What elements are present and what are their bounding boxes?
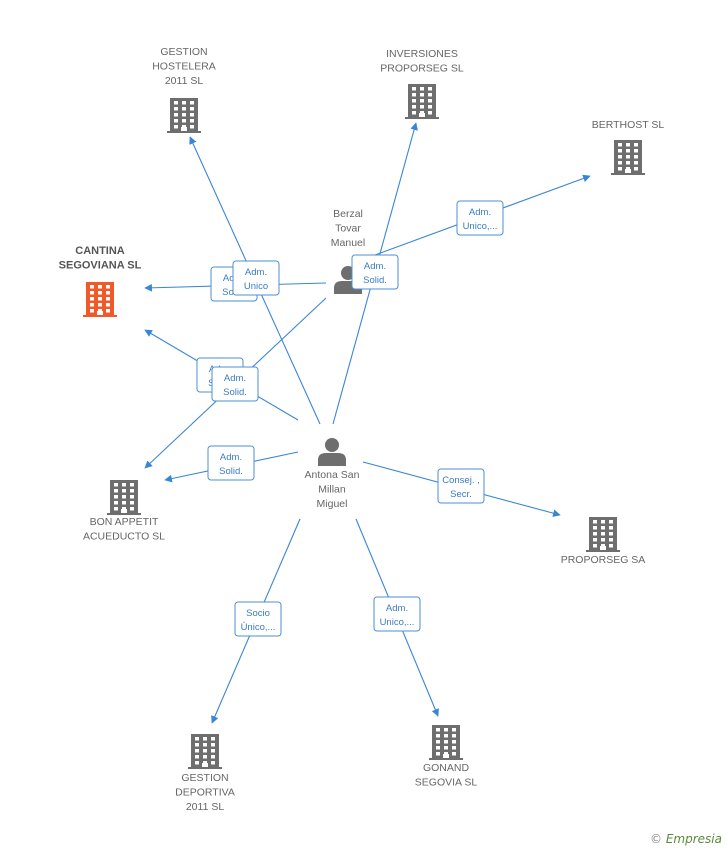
relation-tag-text: Único,... <box>241 622 276 633</box>
relation-tag-text: Unico <box>244 281 268 292</box>
person-icon <box>318 438 346 466</box>
copyright-symbol: © <box>650 832 663 846</box>
relation-tag-box <box>207 445 255 481</box>
relation-tag[interactable]: Adm. Solid. <box>211 366 259 402</box>
node-bon-appetit[interactable]: BON APPETIT ACUEDUCTO SL <box>83 480 165 543</box>
node-gestion-hostelera[interactable]: GESTION HOSTELERA 2011 SL <box>152 46 216 133</box>
node-proporseg-sa[interactable]: PROPORSEG SA <box>561 517 646 566</box>
relation-tag-box <box>437 468 485 504</box>
relation-tag-text: Adm. <box>245 267 267 278</box>
node-label: PROPORSEG SL <box>380 63 464 75</box>
nodes-layer: GESTION HOSTELERA 2011 SL INVERSIONES PROPOR… <box>59 46 665 813</box>
relation-tag[interactable]: Consej. , Secr. <box>437 468 485 504</box>
node-label: Tovar <box>335 223 361 235</box>
relation-tag-text: Secr. <box>450 489 472 500</box>
building-icon <box>188 734 222 769</box>
relation-tag-box <box>234 601 282 637</box>
node-gonand[interactable]: GONAND SEGOVIA SL <box>415 725 478 789</box>
node-inversiones-proporseg[interactable]: INVERSIONES PROPORSEG SL <box>380 48 464 119</box>
relation-tag-text: Socio <box>246 608 270 619</box>
relation-tag-text: Adm. <box>386 603 408 614</box>
building-icon <box>83 282 117 317</box>
node-label: CANTINA <box>75 245 125 257</box>
edges-layer <box>144 122 591 724</box>
node-label: Antona San <box>305 469 360 481</box>
node-label: 2011 SL <box>165 75 203 87</box>
node-label: ACUEDUCTO SL <box>83 531 165 543</box>
node-label: BERTHOST SL <box>592 119 665 131</box>
node-label: GONAND <box>423 762 470 774</box>
node-label: SEGOVIANA SL <box>59 260 142 272</box>
node-berthost[interactable]: BERTHOST SL <box>592 119 665 175</box>
relation-tag-box <box>456 200 504 236</box>
building-icon <box>107 480 141 515</box>
relation-tag-text: Solid. <box>363 275 387 286</box>
node-gestion-deportiva[interactable]: GESTION DEPORTIVA 2011 SL <box>175 734 235 813</box>
brand-logo[interactable]: Empresia <box>665 832 722 846</box>
relation-tag-text: Consej. , <box>442 475 480 486</box>
relation-tag-text: Adm. <box>220 452 242 463</box>
building-icon <box>586 517 620 552</box>
relation-tag-box <box>373 596 421 632</box>
relation-tag-box <box>351 254 399 290</box>
relation-tag-box <box>232 260 280 296</box>
relation-tag-text: Adm. <box>364 261 386 272</box>
relation-tag[interactable]: Adm. Unico,... <box>373 596 421 632</box>
relation-tag-text: Adm. <box>224 373 246 384</box>
relation-tag-box <box>211 366 259 402</box>
relation-tag[interactable]: Adm. Unico,... <box>456 200 504 236</box>
relation-tag-text: Solid. <box>223 387 247 398</box>
relation-tag[interactable]: Adm. Solid. <box>351 254 399 290</box>
relation-tag-text: Solid. <box>219 466 243 477</box>
node-label: BON APPETIT <box>90 516 159 528</box>
building-icon <box>167 98 201 133</box>
node-label: Millan <box>318 484 346 496</box>
relation-tag-text: Unico,... <box>380 617 415 628</box>
node-label: HOSTELERA <box>152 61 216 73</box>
copyright-footer: © Empresia <box>650 832 722 846</box>
building-icon <box>611 140 645 175</box>
relation-tag[interactable]: SocioÚnico,... <box>234 601 282 637</box>
node-label: GESTION <box>160 46 207 58</box>
building-icon <box>405 84 439 119</box>
tags-layer: Adm.Solid.Adm.UnicoAdm.Solid.Adm.Solid.A… <box>196 200 504 637</box>
relation-tag[interactable]: Adm. Solid. <box>207 445 255 481</box>
node-label: INVERSIONES <box>386 48 458 60</box>
building-icon <box>429 725 463 760</box>
node-label: SEGOVIA SL <box>415 777 478 789</box>
node-cantina-segoviana[interactable]: CANTINA SEGOVIANA SL <box>59 245 142 317</box>
relation-tag[interactable]: Adm. Unico <box>232 260 280 296</box>
node-label: 2011 SL <box>186 801 224 813</box>
relation-tag-text: Unico,... <box>463 221 498 232</box>
node-label: Miguel <box>317 498 348 510</box>
node-label: Manuel <box>331 237 365 249</box>
node-label: GESTION <box>181 772 228 784</box>
node-label: Berzal <box>333 208 363 220</box>
node-label: PROPORSEG SA <box>561 554 646 566</box>
relation-tag-text: Adm. <box>469 207 491 218</box>
node-label: DEPORTIVA <box>175 787 235 799</box>
